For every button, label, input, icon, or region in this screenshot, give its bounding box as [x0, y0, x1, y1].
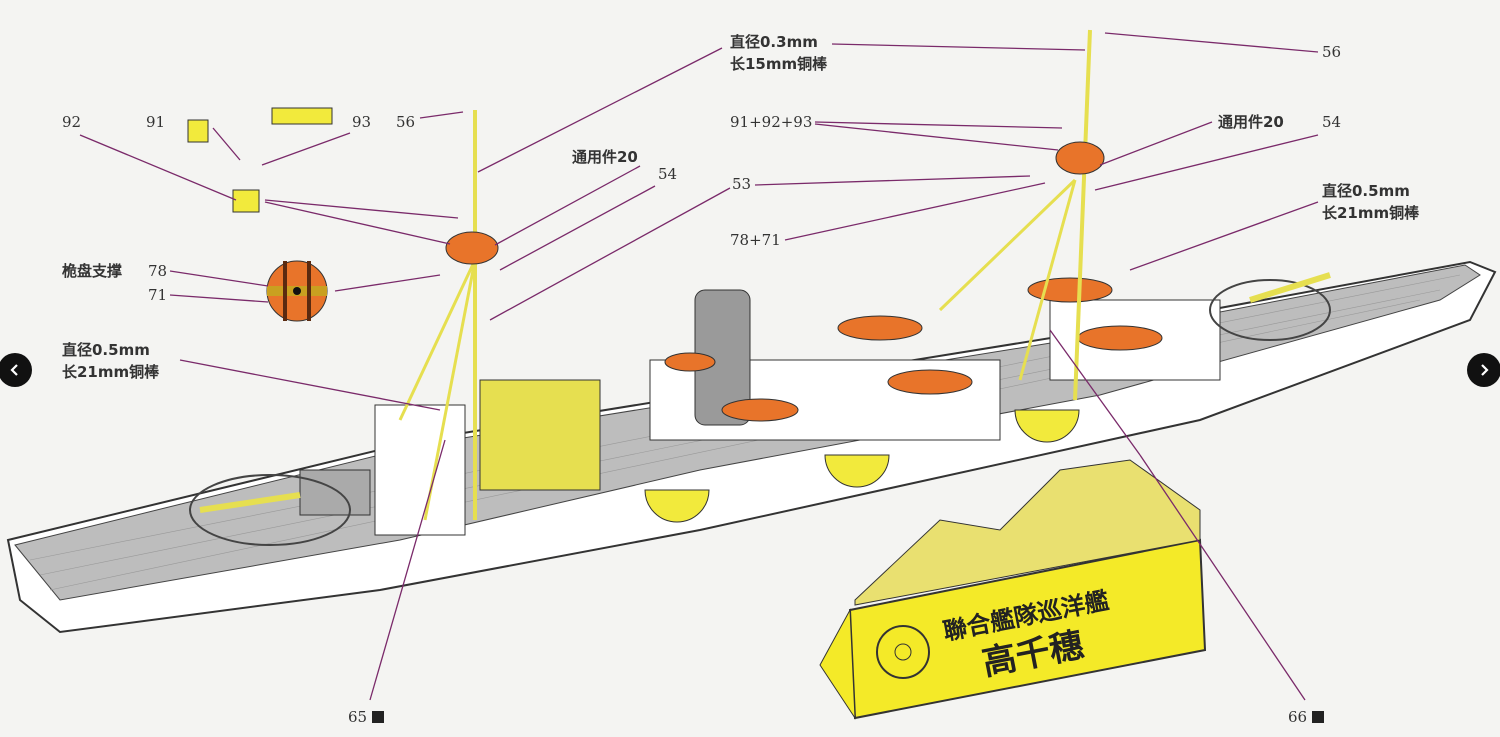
bridge-deck [479, 379, 601, 491]
forward-gun-ring [189, 474, 351, 546]
callout-71: 71 [148, 286, 168, 304]
part-91 [187, 119, 209, 143]
main-mast-top [1055, 141, 1105, 175]
callout-92: 92 [62, 113, 82, 131]
chevron-left-icon [10, 364, 18, 376]
nameplate: 聯合艦隊巡洋艦 高千穗 [819, 459, 1207, 720]
sheet-marker-icon [1311, 711, 1324, 723]
callout-common-20-left: 通用件20 [572, 148, 638, 166]
carousel-prev-button[interactable] [0, 353, 32, 387]
fore-mast-top [445, 231, 499, 265]
callout-93: 93 [352, 113, 372, 131]
forward-gun [299, 469, 371, 516]
sheet-marker-icon [371, 711, 384, 723]
callout-lines [79, 32, 1319, 701]
callout-rod-0.5-right: 直径0.5mm [1322, 182, 1410, 200]
callout-65-text: 65 [348, 708, 368, 726]
part-93 [271, 107, 333, 125]
callout-78: 78 [148, 262, 168, 280]
callout-rod-0.5-left: 直径0.5mm [62, 341, 150, 359]
mast-top-support-part [266, 260, 328, 322]
callout-66-text: 66 [1288, 708, 1308, 726]
callout-78-71: 78+71 [730, 231, 781, 249]
part-92 [232, 189, 260, 213]
callout-rod-0.3: 直径0.3mm [730, 33, 818, 51]
callout-rod-15mm: 长15mm铜棒 [730, 55, 828, 73]
callout-rod-21mm-left: 长21mm铜棒 [62, 363, 160, 381]
chrysanthemum-crest [876, 625, 930, 679]
callout-91-92-93: 91+92+93 [730, 113, 813, 131]
carousel-next-button[interactable] [1467, 353, 1500, 387]
callout-65: 65 [348, 707, 384, 727]
callout-56-right: 56 [1322, 43, 1342, 61]
masts [398, 29, 1092, 521]
chevron-right-icon [1481, 364, 1489, 376]
forward-deckhouse [374, 404, 466, 536]
callout-66: 66 [1288, 707, 1324, 727]
callout-53: 53 [732, 175, 752, 193]
callout-54-right: 54 [1322, 113, 1342, 131]
callout-54-left: 54 [658, 165, 678, 183]
gun-sponsons [644, 409, 1080, 523]
callout-top-support: 桅盘支撑 [62, 262, 123, 280]
callout-common-20-right: 通用件20 [1218, 113, 1284, 131]
aft-gun-ring [1209, 279, 1331, 341]
callout-rod-21mm-right: 长21mm铜棒 [1322, 204, 1420, 222]
lifeboats [664, 277, 1163, 422]
callout-91: 91 [146, 113, 166, 131]
callout-56-left: 56 [396, 113, 416, 131]
